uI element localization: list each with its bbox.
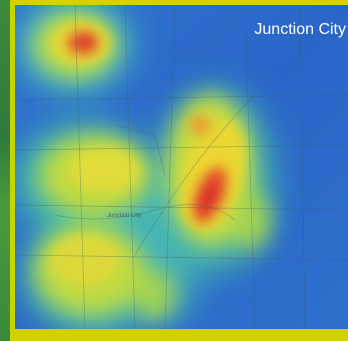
street-lines — [15, 5, 348, 329]
left-border — [0, 0, 10, 341]
map-town-text: Junction City — [107, 213, 141, 219]
top-border — [10, 0, 348, 5]
density-peak-layer — [67, 31, 228, 224]
bottom-border — [10, 329, 348, 341]
city-label: Junction City — [254, 21, 346, 38]
density-heatmap: Junction City — [15, 5, 348, 329]
heatmap-map[interactable]: Junction City Junction City — [15, 5, 348, 329]
